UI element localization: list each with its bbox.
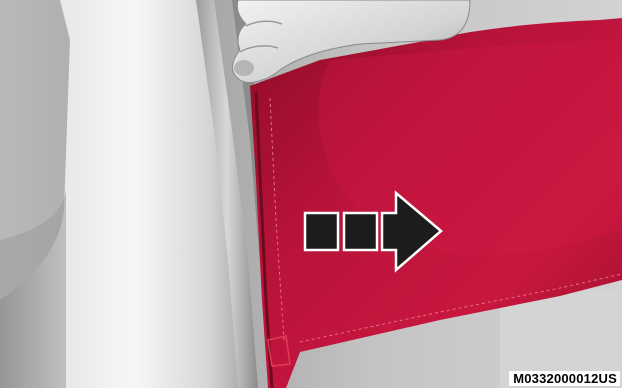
figure-code: M0332000012US: [509, 371, 620, 386]
arrow-segment-1: [305, 213, 338, 250]
arrow-segment-2: [344, 213, 377, 250]
fingertip: [234, 60, 254, 76]
